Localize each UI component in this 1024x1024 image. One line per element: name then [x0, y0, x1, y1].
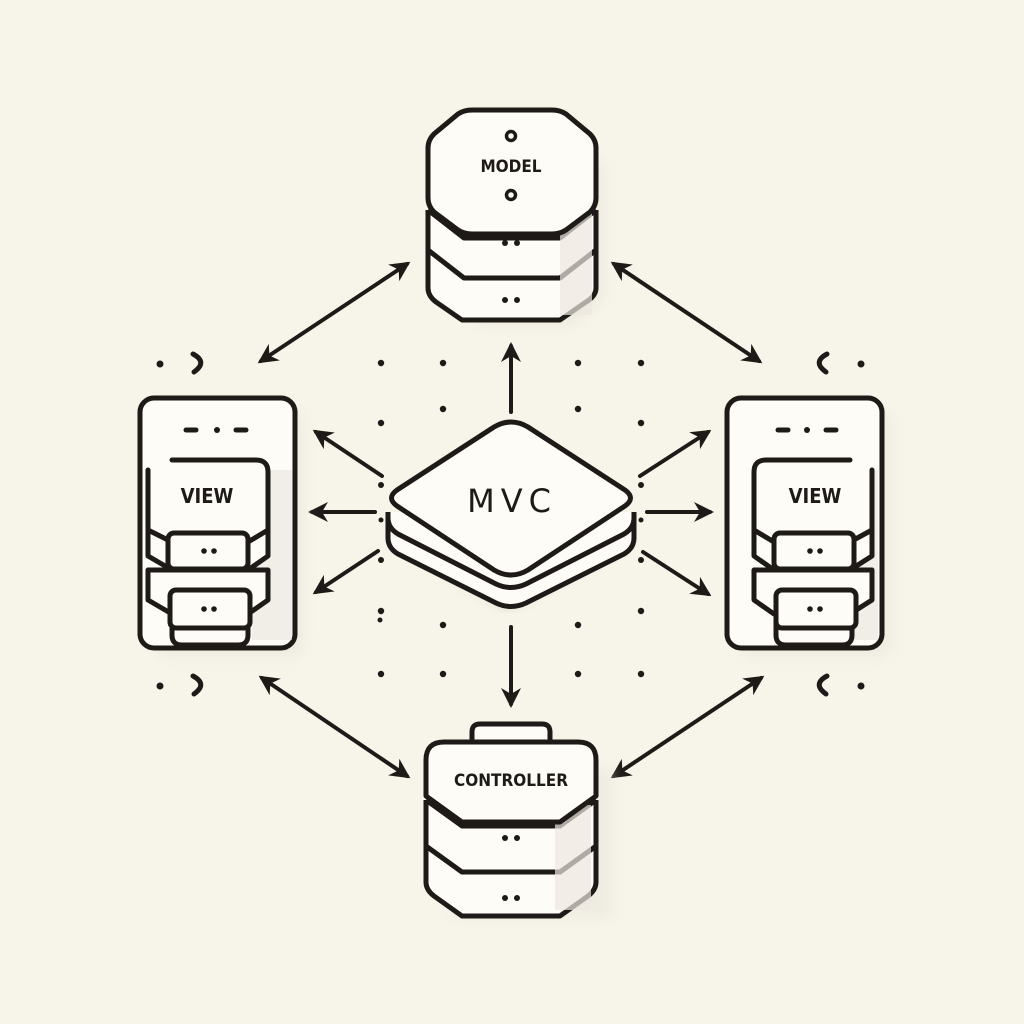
double-arrow-model-right-view — [610, 261, 763, 364]
controller-node[interactable]: CONTROLLER — [423, 721, 612, 919]
corner-marks — [156, 351, 865, 697]
mvc-center-node[interactable]: MVC — [385, 419, 637, 611]
right-view-status-dots — [775, 427, 839, 433]
double-arrow-controller-left-view — [258, 675, 411, 779]
left-view-label: VIEW — [181, 484, 234, 508]
double-arrow-controller-right-view — [610, 675, 765, 779]
arrow-center-to-right-view-top — [638, 429, 712, 478]
connector-arrows — [257, 261, 765, 779]
model-node[interactable]: MODEL — [425, 107, 604, 326]
left-view-node[interactable]: VIEW — [137, 395, 304, 658]
right-view-label: VIEW — [789, 484, 842, 508]
mvc-label: MVC — [467, 482, 557, 520]
model-label: MODEL — [480, 157, 541, 177]
model-bottom-indicator-icon — [504, 188, 518, 202]
controller-handle — [469, 721, 553, 742]
controller-label: CONTROLLER — [454, 771, 568, 791]
arrow-center-to-right-view-bottom — [641, 550, 712, 597]
left-view-status-dots — [183, 427, 249, 433]
arrow-center-to-left-view-top — [312, 429, 384, 478]
double-arrow-model-left-view — [257, 261, 411, 364]
model-top-indicator-icon — [504, 129, 518, 143]
right-view-node[interactable]: VIEW — [724, 395, 892, 658]
arrow-center-to-left-view-bottom — [312, 549, 380, 595]
